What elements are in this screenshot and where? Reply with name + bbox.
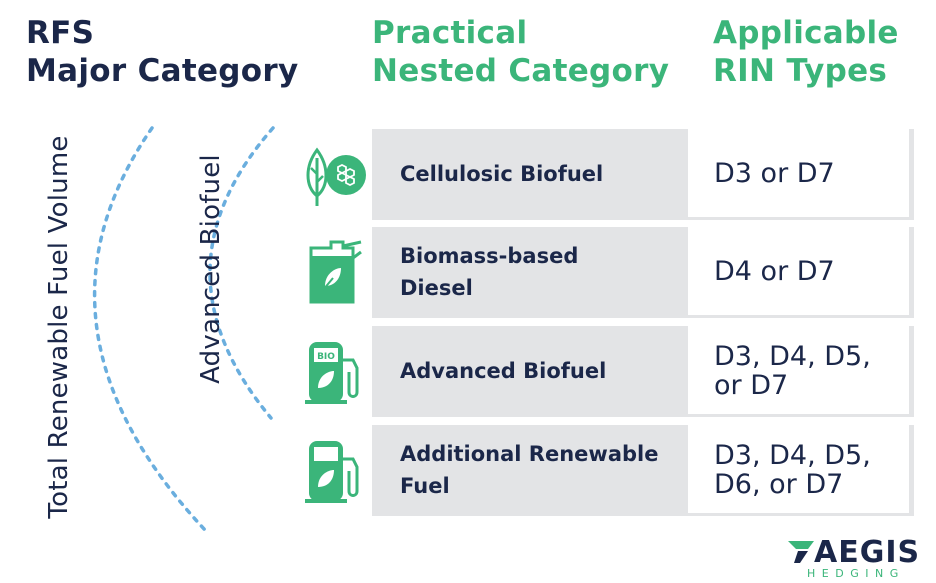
category-row-additional-renewable: Additional Renewable Fuel D3, D4, D5, D6… (372, 425, 914, 516)
rin-types-value: D3, D4, D5, or D7 (714, 340, 871, 401)
header-right-line2: RIN Types (713, 53, 888, 89)
header-middle-line2: Nested Category (372, 53, 670, 89)
header-middle-line1: Practical (372, 15, 528, 51)
fuel-pump-icon (305, 441, 359, 503)
plant-cells-icon (306, 147, 366, 206)
applicable-rin-types-header: Applicable RIN Types (713, 14, 899, 90)
header-right-line1: Applicable (713, 15, 899, 51)
rfs-major-category-header: RFS Major Category (26, 14, 298, 90)
header-left-line2: Major Category (26, 53, 299, 89)
rin-types-value: D3, D4, D5, D6, or D7 (714, 439, 871, 500)
category-name: Advanced Biofuel (400, 358, 607, 383)
practical-nested-category-header: Practical Nested Category (372, 14, 669, 90)
logo-subtitle: HEDGING (807, 567, 905, 580)
total-renewable-fuel-volume-label: Total Renewable Fuel Volume (44, 135, 74, 519)
outer-dashed-arc (92, 126, 207, 532)
category-name: Cellulosic Biofuel (400, 161, 604, 186)
category-name: Additional Renewable Fuel (400, 441, 659, 498)
bio-fuel-pump-icon: BIO (305, 342, 359, 404)
category-row-advanced-biofuel: Advanced Biofuel D3, D4, D5, or D7 (372, 326, 914, 417)
fuel-canister-icon (309, 240, 362, 304)
rin-types-value: D4 or D7 (714, 256, 835, 287)
svg-text:BIO: BIO (317, 352, 335, 362)
aegis-mark-icon (788, 541, 814, 563)
rin-types-value: D3 or D7 (714, 158, 835, 189)
logo-wordmark: AEGIS (814, 535, 921, 570)
header-left-line1: RFS (26, 15, 95, 51)
category-name: Biomass-based Diesel (400, 243, 579, 300)
aegis-hedging-logo: AEGIS HEDGING (786, 536, 922, 582)
category-row-biomass-diesel: Biomass-based Diesel D4 or D7 (372, 227, 914, 318)
category-row-cellulosic: Cellulosic Biofuel D3 or D7 (372, 129, 914, 220)
advanced-biofuel-vertical-label: Advanced Biofuel (196, 154, 226, 384)
inner-dashed-arc (208, 126, 275, 420)
